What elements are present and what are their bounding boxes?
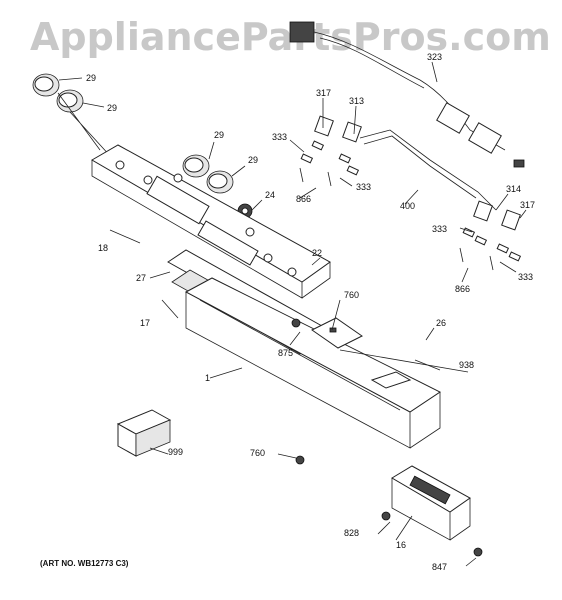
bracket-760[interactable]	[311, 317, 363, 349]
rod-26[interactable]	[339, 349, 469, 373]
art-number: (ART NO. WB12773 C3)	[40, 559, 129, 568]
terminal-333-set-b[interactable]	[462, 227, 522, 262]
callout-313: 313	[349, 96, 364, 106]
box-999[interactable]	[116, 409, 172, 457]
knob-29-center[interactable]	[182, 154, 210, 178]
callout-17: 17	[140, 318, 150, 328]
callout-317: 317	[520, 200, 535, 210]
screw-875[interactable]	[291, 318, 301, 328]
knob-29-left[interactable]	[56, 89, 84, 113]
callout-333: 333	[432, 224, 447, 234]
callout-847: 847	[432, 562, 447, 572]
callout-333: 333	[518, 272, 533, 282]
knob-24[interactable]	[237, 203, 253, 219]
callout-29: 29	[214, 130, 224, 140]
callout-323: 323	[427, 52, 442, 62]
screw-760-bottom[interactable]	[295, 455, 305, 465]
callout-29: 29	[107, 103, 117, 113]
control-panel-18[interactable]	[91, 144, 331, 299]
switch-313[interactable]	[342, 121, 362, 143]
callout-27: 27	[136, 273, 146, 283]
callout-22: 22	[312, 248, 322, 258]
callout-29: 29	[86, 73, 96, 83]
callout-1: 1	[205, 373, 210, 383]
callout-333: 333	[272, 132, 287, 142]
knob-29-right[interactable]	[206, 170, 234, 194]
switch-317-left[interactable]	[314, 115, 334, 137]
callout-866: 866	[455, 284, 470, 294]
switch-314[interactable]	[473, 200, 493, 222]
wire-harness-323[interactable]	[289, 21, 525, 168]
callout-760: 760	[250, 448, 265, 458]
control-module-16[interactable]	[391, 465, 471, 541]
part-938[interactable]	[370, 371, 412, 389]
callout-400: 400	[400, 201, 415, 211]
callout-18: 18	[98, 243, 108, 253]
screws-866-b[interactable]	[459, 247, 494, 271]
callout-875: 875	[278, 348, 293, 358]
switch-317-right[interactable]	[501, 209, 521, 231]
callout-999: 999	[168, 447, 183, 457]
terminal-333-set-a[interactable]	[300, 140, 360, 176]
control-panel-frame-1[interactable]	[184, 277, 441, 449]
screws-866-a[interactable]	[299, 167, 332, 187]
callout-29: 29	[248, 155, 258, 165]
callout-760: 760	[344, 290, 359, 300]
callout-333: 333	[356, 182, 371, 192]
callout-828: 828	[344, 528, 359, 538]
knob-29-top-left[interactable]	[32, 73, 60, 97]
callout-16: 16	[396, 540, 406, 550]
callout-24: 24	[265, 190, 275, 200]
callout-317: 317	[316, 88, 331, 98]
callout-314: 314	[506, 184, 521, 194]
screw-847[interactable]	[473, 547, 483, 557]
wire-harness-400[interactable]	[359, 129, 497, 211]
screw-828[interactable]	[381, 511, 391, 521]
callout-938: 938	[459, 360, 474, 370]
callout-26: 26	[436, 318, 446, 328]
callout-866: 866	[296, 194, 311, 204]
